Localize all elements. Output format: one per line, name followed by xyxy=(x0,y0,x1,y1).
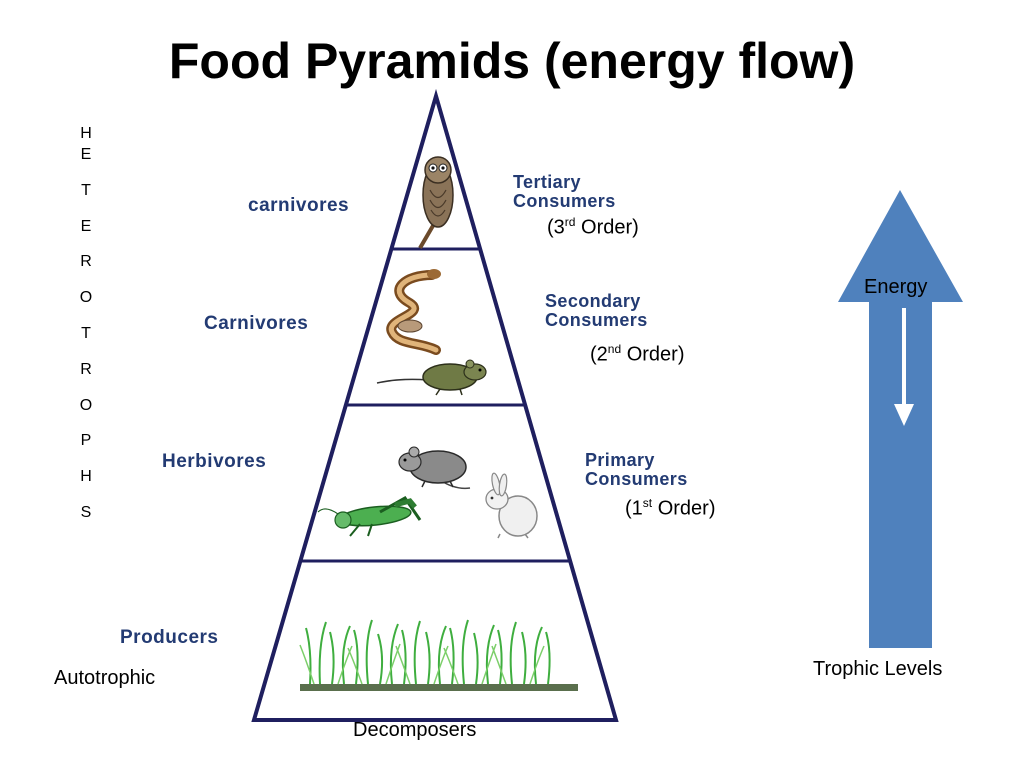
rabbit-icon xyxy=(485,472,538,539)
vertical-letter: O xyxy=(79,289,93,307)
label-tertiary-consumers: Tertiary Consumers xyxy=(513,173,616,211)
label-line: Tertiary xyxy=(513,172,581,192)
vertical-letter: E xyxy=(80,146,92,163)
energy-arrow xyxy=(838,190,963,648)
label-secondary-consumers: Secondary Consumers xyxy=(545,292,648,330)
label-herbivores: Herbivores xyxy=(162,451,267,472)
order-2nd: (2nd Order) xyxy=(590,342,685,366)
rat-icon xyxy=(398,446,471,490)
owl-icon xyxy=(418,156,454,250)
decomposers-label: Decomposers xyxy=(353,719,477,741)
trophic-levels-label: Trophic Levels xyxy=(813,658,943,680)
vertical-letter: E xyxy=(80,217,92,235)
vertical-letter: R xyxy=(80,360,92,378)
pyramid-outline xyxy=(251,88,619,722)
autotrophic-label: Autotrophic xyxy=(54,667,156,689)
snake-icon xyxy=(386,269,441,355)
vertical-letter: P xyxy=(80,432,92,450)
order-1st: (1st Order) xyxy=(625,496,716,520)
vertical-letter: O xyxy=(79,396,93,414)
heterotrophs-vertical-label: H E T E R O T R O P H S xyxy=(76,126,96,541)
page-title: Food Pyramids (energy flow) xyxy=(168,33,856,89)
vertical-letter: R xyxy=(80,253,92,271)
label-line: Consumers xyxy=(585,469,688,489)
label-carnivores-secondary: Carnivores xyxy=(204,313,309,334)
order-3rd: (3rd Order) xyxy=(547,215,639,239)
vertical-letter: T xyxy=(81,324,91,342)
label-line: Secondary xyxy=(545,291,641,311)
grass-icon xyxy=(299,619,578,691)
label-line: Primary xyxy=(585,450,655,470)
label-line: Consumers xyxy=(513,191,616,211)
vertical-letter: H xyxy=(80,125,92,142)
mouse-icon xyxy=(376,359,487,396)
label-carnivores-top: carnivores xyxy=(248,195,350,216)
energy-label: Energy xyxy=(864,276,928,298)
vertical-letter: S xyxy=(80,503,92,521)
grasshopper-icon xyxy=(317,496,422,537)
vertical-letter: H xyxy=(80,468,92,486)
label-line: Consumers xyxy=(545,310,648,330)
label-primary-consumers: Primary Consumers xyxy=(585,451,688,489)
label-producers: Producers xyxy=(120,627,219,648)
vertical-letter: T xyxy=(81,181,91,199)
